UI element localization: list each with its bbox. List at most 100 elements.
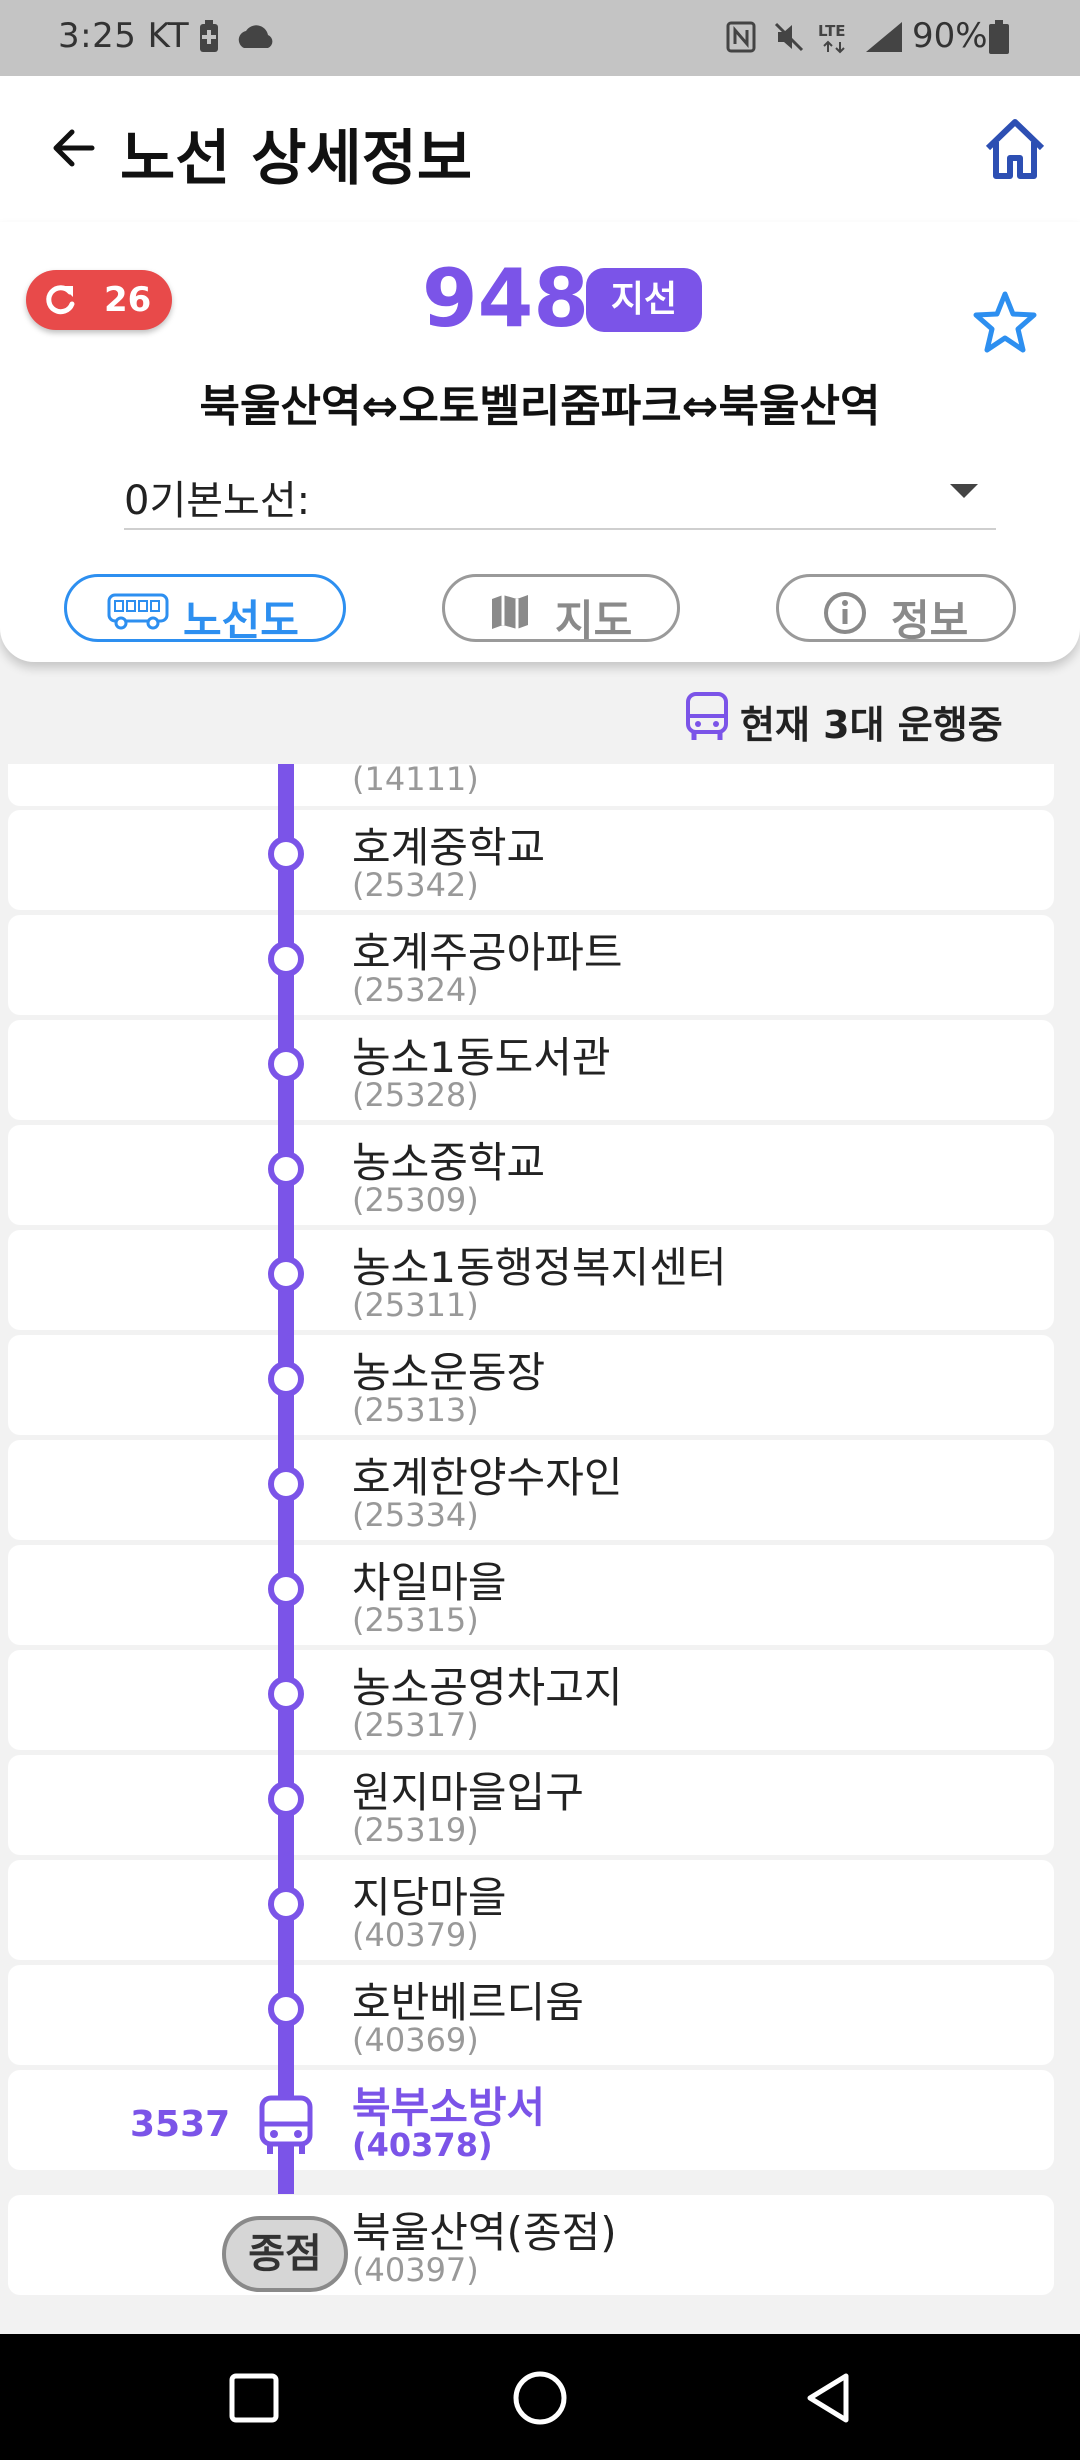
stop-marker <box>268 1151 304 1187</box>
map-icon <box>492 595 528 629</box>
list-item[interactable] <box>8 1125 1054 1225</box>
route-variant-select[interactable]: 0기본노선: <box>124 456 996 530</box>
stop-name: 호계중학교 <box>352 823 546 872</box>
list-item[interactable] <box>8 1020 1054 1120</box>
home-icon[interactable] <box>980 114 1050 184</box>
stop-id: (40378) <box>352 2126 493 2164</box>
stop-name: 북울산역(종점) <box>352 2208 617 2257</box>
stop-name: 농소1동도서관 <box>352 1033 611 1082</box>
route-header-card: 26 948 지선 북울산역⇔오토벨리줌파크⇔북울산역 0기본노선: 노선도 지… <box>0 222 1080 662</box>
stop-marker <box>268 1046 304 1082</box>
stop-id: (40379) <box>352 1916 479 1954</box>
stop-id: (40397) <box>352 2251 479 2289</box>
stop-id: (14111) <box>352 764 479 798</box>
list-item[interactable] <box>8 2195 1054 2295</box>
route-number: 948 <box>422 252 589 345</box>
dropdown-caret-icon <box>950 484 978 498</box>
status-time: 3:25 KT <box>58 16 190 56</box>
stop-name: 농소운동장 <box>352 1348 546 1397</box>
stop-list: (14111) 호계중학교 (25342) 호계주공아파트 (25324) 농소… <box>0 764 1080 2334</box>
route-description: 북울산역⇔오토벨리줌파크⇔북울산역 <box>199 381 881 432</box>
stop-id: (25311) <box>352 1286 479 1324</box>
list-item[interactable] <box>8 1440 1054 1540</box>
battery-level: 90% <box>912 16 988 56</box>
stop-id: (25315) <box>352 1601 479 1639</box>
nfc-icon <box>726 21 756 53</box>
status-bar: 3:25 KT LTE 90% <box>0 0 1080 76</box>
tab-route-map[interactable]: 노선도 <box>64 574 346 645</box>
stop-marker <box>268 1886 304 1922</box>
lte-icon: LTE <box>818 22 846 54</box>
home-circle-icon[interactable] <box>510 2368 570 2428</box>
system-nav-bar <box>0 2334 1080 2460</box>
refresh-button[interactable]: 26 <box>26 270 172 330</box>
list-item[interactable] <box>8 2070 1054 2170</box>
route-variant-value: 0기본노선: <box>124 478 311 524</box>
cloud-icon <box>238 25 273 48</box>
refresh-countdown: 26 <box>104 280 152 320</box>
tab-label: 정보 <box>891 596 969 645</box>
stop-marker <box>268 1466 304 1502</box>
stop-name: 호반베르디움 <box>352 1978 584 2027</box>
list-item[interactable] <box>8 1860 1054 1960</box>
stop-name: 지당마을 <box>352 1873 507 1922</box>
star-outline-icon[interactable] <box>970 288 1040 358</box>
stop-name: 농소공영차고지 <box>352 1663 623 1712</box>
stop-id: (25313) <box>352 1391 479 1429</box>
stop-marker <box>268 941 304 977</box>
svg-text:LTE: LTE <box>818 22 846 40</box>
arrow-left-icon[interactable] <box>46 120 102 176</box>
refresh-icon <box>46 285 75 315</box>
stop-marker <box>268 1781 304 1817</box>
recent-apps-icon[interactable] <box>224 2368 284 2428</box>
tab-map[interactable]: 지도 <box>442 574 680 645</box>
app-bar: 노선 상세정보 <box>0 76 1080 223</box>
stop-id: (25309) <box>352 1181 479 1219</box>
tab-label: 노선도 <box>183 596 299 645</box>
stop-id: (40369) <box>352 2021 479 2059</box>
tab-label: 지도 <box>555 596 633 645</box>
stop-name: 차일마을 <box>352 1558 507 1607</box>
stop-id: (25342) <box>352 866 479 904</box>
list-item[interactable] <box>8 810 1054 910</box>
list-item[interactable] <box>8 1230 1054 1330</box>
info-icon <box>824 592 866 634</box>
stop-name: 원지마을입구 <box>352 1768 584 1817</box>
tab-info[interactable]: 정보 <box>776 574 1016 645</box>
terminal-badge: 종점 <box>222 2216 348 2292</box>
list-item[interactable] <box>8 1965 1054 2065</box>
route-type-badge: 지선 <box>586 268 702 332</box>
list-item[interactable] <box>8 1335 1054 1435</box>
bus-icon <box>107 593 169 630</box>
list-item[interactable] <box>8 1650 1054 1750</box>
battery-saver-icon <box>200 20 218 52</box>
stop-id: (25328) <box>352 1076 479 1114</box>
stop-marker <box>268 1361 304 1397</box>
list-item[interactable] <box>8 764 1054 806</box>
list-item[interactable] <box>8 1755 1054 1855</box>
stop-marker <box>268 1676 304 1712</box>
stop-marker <box>268 836 304 872</box>
stop-name: 북부소방서 <box>352 2083 546 2132</box>
stop-name: 농소중학교 <box>352 1138 546 1187</box>
stop-id: (25317) <box>352 1706 479 1744</box>
stop-id: (25319) <box>352 1811 479 1849</box>
bus-icon[interactable] <box>254 2094 318 2158</box>
page-title: 노선 상세정보 <box>120 124 473 194</box>
back-triangle-icon[interactable] <box>798 2368 858 2428</box>
stop-id: (25334) <box>352 1496 479 1534</box>
bus-icon <box>686 692 728 740</box>
list-item[interactable] <box>8 1545 1054 1645</box>
stop-name: 호계한양수자인 <box>352 1453 623 1502</box>
stop-marker <box>268 1991 304 2027</box>
stop-marker <box>268 1256 304 1292</box>
running-bus-count: 현재 3대 운행중 <box>740 703 1003 747</box>
stop-name: 농소1동행정복지센터 <box>352 1243 727 1292</box>
list-item[interactable] <box>8 915 1054 1015</box>
stop-marker <box>268 1571 304 1607</box>
mute-icon <box>774 22 804 52</box>
stop-id: (25324) <box>352 971 479 1009</box>
signal-icon <box>866 22 902 52</box>
stop-name: 호계주공아파트 <box>352 928 623 977</box>
bus-vehicle-number: 3537 <box>130 2104 231 2145</box>
